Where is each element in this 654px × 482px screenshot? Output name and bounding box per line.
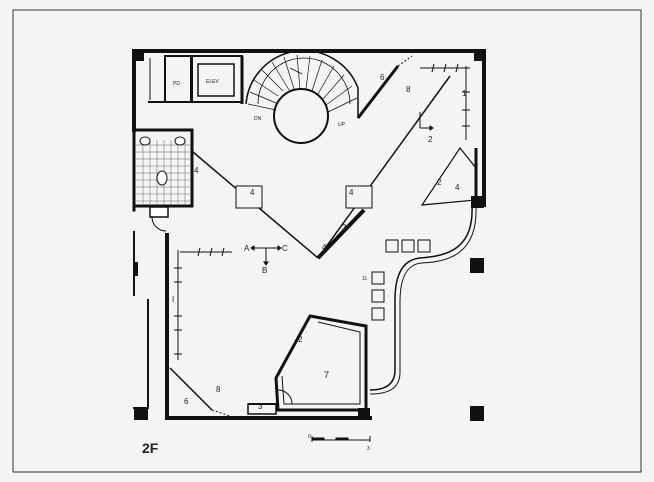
- restroom-tiles: [136, 140, 190, 204]
- room-label-pd: PD: [173, 81, 180, 87]
- stair-label-dn: DN: [254, 116, 262, 122]
- partitions: [169, 55, 478, 417]
- direction-label-a: A: [244, 244, 250, 253]
- label-3-diagonal: 3: [342, 223, 347, 232]
- stair-label-up: UP: [338, 122, 346, 128]
- label-11: 11: [362, 276, 367, 282]
- label-4-box-right: 4: [349, 188, 354, 197]
- floor-label: 2F: [142, 440, 159, 456]
- page-border: [12, 9, 642, 473]
- label-4-left-wall: 4: [194, 166, 199, 175]
- label-4-box-left: 4: [250, 188, 255, 197]
- label-6-bottom: 6: [184, 397, 189, 406]
- scale-label-start: 0: [308, 434, 311, 440]
- label-2-right: 2: [437, 178, 442, 187]
- label-4-right: 4: [455, 183, 460, 192]
- spiral-stair: [245, 49, 359, 144]
- room-label-elev: ELEV: [206, 79, 219, 85]
- direction-arrow-abc: [250, 245, 282, 266]
- label-6-top: 6: [380, 73, 385, 82]
- label-3-bottom: 3: [258, 402, 263, 411]
- label-8-top: 8: [406, 85, 411, 94]
- label-7-room: 7: [324, 370, 329, 380]
- label-8-bottom: 8: [216, 385, 221, 394]
- curved-counter: [369, 205, 477, 395]
- label-4-diagonal: 4: [322, 243, 327, 252]
- shelf-ticks: [174, 63, 470, 360]
- direction-label-c: C: [282, 244, 288, 253]
- direction-arrow-top: [419, 112, 434, 131]
- direction-label-b: B: [262, 266, 267, 275]
- room-7: [247, 314, 368, 415]
- fixture-boxes: [371, 239, 431, 321]
- label-roman-1: I: [172, 295, 174, 304]
- service-rooms: [132, 55, 244, 208]
- scale-label-end: 3: [367, 446, 370, 452]
- label-2-arrow: 2: [428, 135, 433, 144]
- outer-walls: [132, 49, 486, 420]
- label-2-room: 2: [298, 335, 303, 344]
- label-1-right: 1: [462, 89, 467, 98]
- scale-bar: [311, 436, 371, 442]
- restroom-fixtures: [139, 136, 186, 232]
